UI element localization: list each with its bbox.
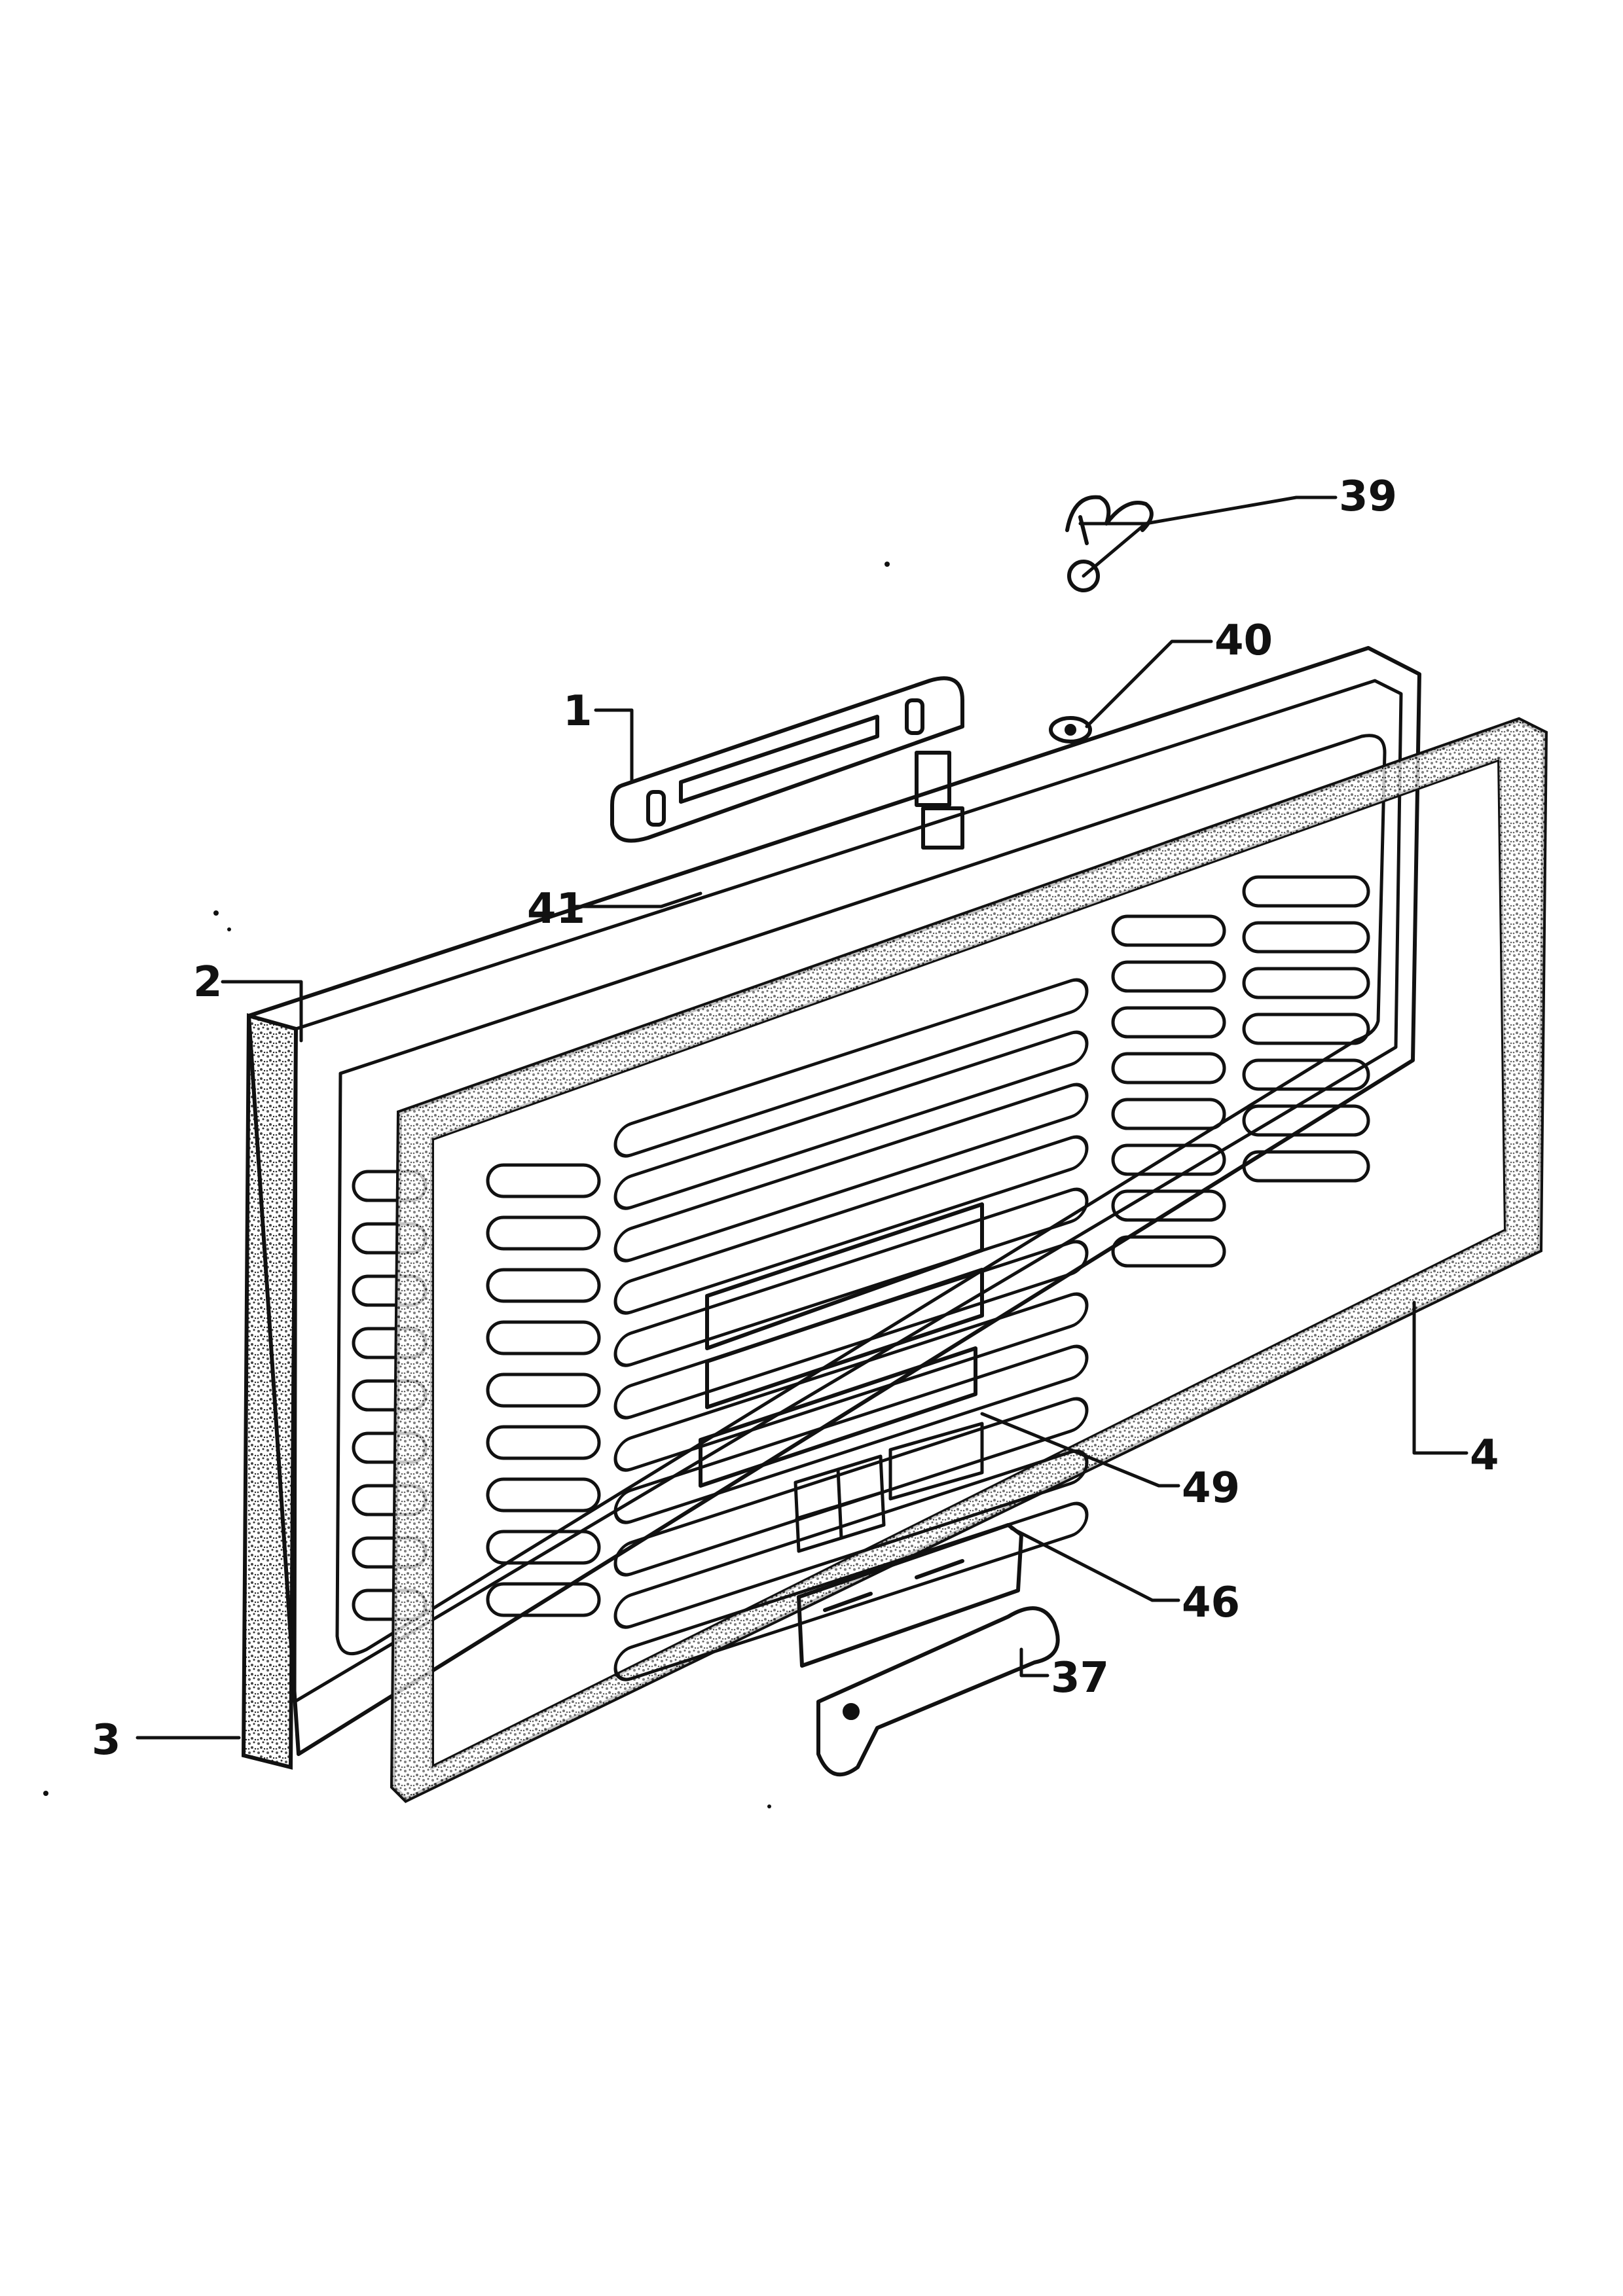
callout-1: 1 <box>563 687 593 736</box>
callout-46: 46 <box>1182 1579 1240 1627</box>
center-nameplates <box>699 1202 984 1488</box>
callout-4: 4 <box>1470 1431 1499 1480</box>
callout-39: 39 <box>1339 473 1397 521</box>
callout-41: 41 <box>527 885 585 933</box>
door-edge-strip <box>241 1013 299 1770</box>
callout-40: 40 <box>1214 617 1273 665</box>
callout-2: 2 <box>193 958 223 1007</box>
hinge-clip <box>1065 495 1154 592</box>
door-gasket-frame <box>390 717 1548 1803</box>
callout-49: 49 <box>1182 1464 1240 1513</box>
top-handle <box>610 676 964 850</box>
scan-specks <box>43 562 890 1808</box>
label-plate <box>793 1422 984 1553</box>
callout-3: 3 <box>92 1716 121 1765</box>
washer <box>1049 716 1092 744</box>
callout-37: 37 <box>1051 1654 1109 1702</box>
handle-bracket <box>797 1523 1023 1668</box>
bottom-handle <box>816 1606 1060 1777</box>
leader-lines <box>136 495 1468 1740</box>
grille-slots <box>486 875 1370 1681</box>
